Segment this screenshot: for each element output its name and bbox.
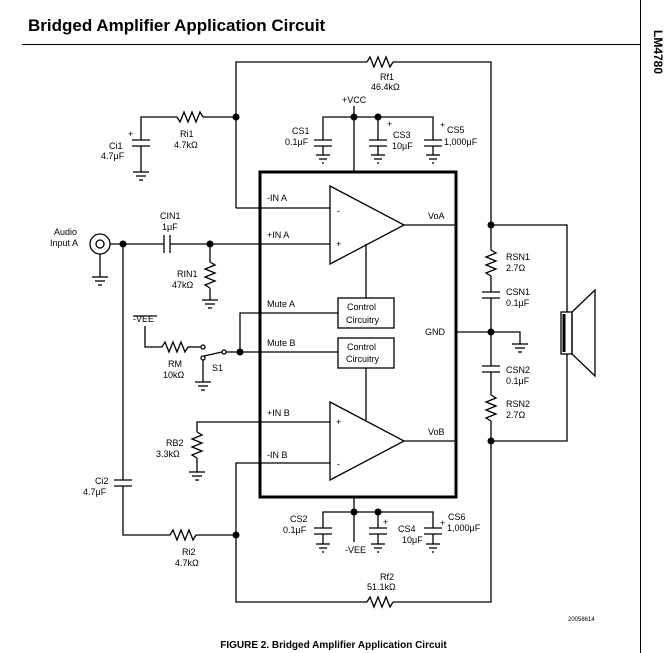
pin-mute-a: Mute A [267,299,295,309]
resistor-rb2 [190,431,204,459]
amp-a-minus: - [337,206,340,216]
amp-a-plus: + [336,239,341,249]
ri2-name: Ri2 [182,547,196,557]
rsn1-name: RSN1 [506,252,530,262]
page-title: Bridged Amplifier Application Circuit [28,16,326,35]
cs6-plus: + [440,518,445,528]
rf2-value: 51.1kΩ [367,582,396,592]
resistor-ri1 [176,110,204,124]
control-a-line1: Control [347,302,376,312]
cin1-name: CIN1 [160,211,181,221]
resistor-rf1 [366,55,394,69]
ci1-plus: + [128,129,133,139]
resistor-rm [161,340,189,354]
resistor-rsn2 [484,394,498,422]
amp-b-minus: - [337,459,340,469]
rin1-value: 47kΩ [172,280,194,290]
cs5-name: CS5 [447,125,465,135]
side-rule [640,0,641,653]
ic-package [258,170,458,499]
amplifier-a [329,184,406,266]
part-number: LM4780 [651,30,665,75]
rsn1-value: 2.7Ω [506,263,526,273]
cs3-name: CS3 [393,130,411,140]
cs2-value: 0.1μF [283,525,307,535]
pin-mute-b: Mute B [267,338,296,348]
cs6-name: CS6 [448,512,466,522]
pin-vob: VoB [428,427,445,437]
ci2-name: Ci2 [95,476,109,486]
resistor-rsn1 [484,249,498,277]
audio-label-1: Audio [54,227,77,237]
rf1-value: 46.4kΩ [371,82,400,92]
cin1-value: 1μF [162,222,178,232]
cs4-plus: + [383,517,388,527]
cs4-value: 10μF [402,535,423,545]
csn2-name: CSN2 [506,365,530,375]
rb2-name: RB2 [166,438,184,448]
cs4-name: CS4 [398,524,416,534]
pin-in-b-neg: -IN B [267,450,288,460]
rm-name: RM [168,359,182,369]
resistor-ri2 [169,528,197,542]
resistor-rf2 [366,595,394,609]
pin-in-b-pos: +IN B [267,408,290,418]
rb2-value: 3.3kΩ [156,449,180,459]
vee-bottom-label: -VEE [345,545,366,555]
cs2-name: CS2 [290,514,308,524]
rsn2-name: RSN2 [506,399,530,409]
cs5-value: 1,000μF [444,137,478,147]
amp-b-plus: + [336,417,341,427]
csn1-name: CSN1 [506,287,530,297]
cs5-plus: + [440,120,445,130]
figure-caption: FIGURE 2. Bridged Amplifier Application … [220,640,447,651]
cs6-value: 1,000μF [447,523,481,533]
ci2-value: 4.7μF [83,487,107,497]
resistor-rin1 [203,261,217,289]
header-rule [22,44,640,45]
cs1-name: CS1 [292,126,310,136]
pin-in-a-neg: -IN A [267,193,287,203]
minus-vee-label: -VEE [133,314,154,324]
s1-label: S1 [212,363,223,373]
ri2-value: 4.7kΩ [175,558,199,568]
rf1-name: Rf1 [380,72,394,82]
control-a-line2: Circuitry [346,315,379,325]
pin-voa: VoA [428,211,445,221]
ri1-name: Ri1 [180,129,194,139]
cs3-value: 10μF [392,141,413,151]
pin-gnd: GND [425,327,446,337]
cs3-plus: + [387,119,392,129]
rm-value: 10kΩ [163,370,185,380]
audio-jack [89,233,111,255]
rin1-name: RIN1 [177,269,198,279]
ri1-value: 4.7kΩ [174,140,198,150]
control-b-line1: Control [347,342,376,352]
ci1-value: 4.7μF [101,151,125,161]
csn1-value: 0.1μF [506,298,530,308]
rf2-name: Rf2 [380,572,394,582]
vcc-label: +VCC [342,95,367,105]
control-b-line2: Circuitry [346,354,379,364]
figure-reference: 20058614 [568,617,595,623]
cs1-value: 0.1μF [285,137,309,147]
audio-label-2: Input A [50,238,78,248]
rsn2-value: 2.7Ω [506,410,526,420]
ci1-name: Ci1 [109,141,123,151]
amplifier-b [329,400,406,482]
switch-s1 [203,351,223,357]
pin-in-a-pos: +IN A [267,230,289,240]
csn2-value: 0.1μF [506,376,530,386]
